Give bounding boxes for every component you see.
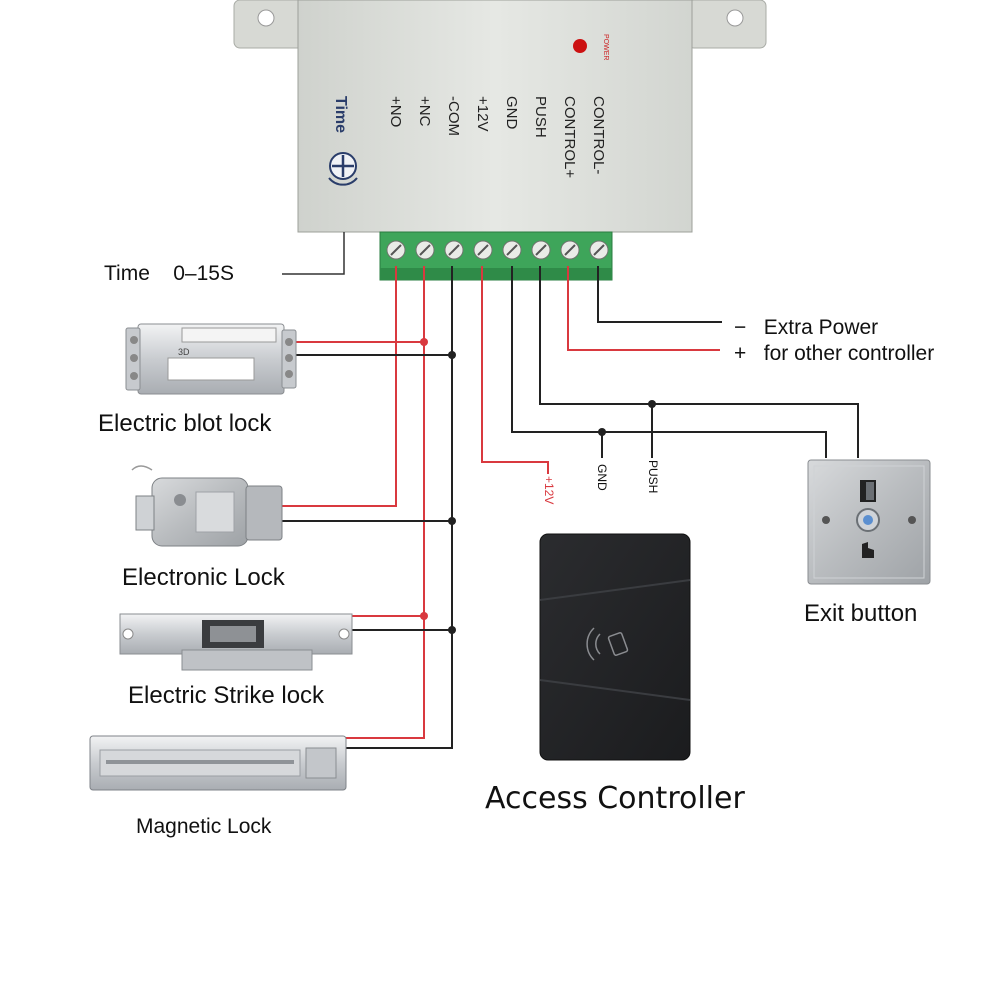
wire-label-gnd: GND [595, 464, 609, 491]
wire-control-minus [597, 266, 722, 323]
terminal-label: GND [503, 96, 520, 130]
electric-bolt-lock-label: Electric blot lock [98, 410, 272, 437]
rfid-icon [586, 627, 629, 661]
access-controller-label: Access Controller [485, 781, 745, 816]
push-hand-icon [862, 542, 874, 558]
wire-label-12v: +12V [542, 476, 556, 505]
magnetic-lock-image [89, 735, 347, 791]
terminal-labels: +NO +NC -COM +12V GND PUSH CONTROL+ CONTROL- [387, 96, 607, 178]
access-controller-image [539, 533, 691, 761]
terminal-screw [444, 240, 464, 260]
controller-box: POWER Time +NO +NC -COM +12V GND PUSH CONTROL+… [233, 0, 767, 233]
terminal-screw [560, 240, 580, 260]
time-knob-icon [328, 152, 358, 186]
power-led [573, 39, 587, 53]
electric-strike-lock-image [119, 613, 353, 671]
wire-label-push: PUSH [646, 460, 660, 494]
extra-power-text: Extra Power [763, 316, 879, 339]
time-label: Time 0–15S [104, 262, 234, 286]
wire-control-plus [567, 266, 720, 351]
terminal-label: -COM [445, 96, 462, 136]
wire-push [539, 266, 859, 458]
exit-button-label: Exit button [804, 600, 918, 627]
time-range-text: 0–15S [173, 262, 234, 285]
wire-12v [481, 266, 549, 474]
bolt-lock-nameplate: 3D [178, 347, 190, 357]
power-label: POWER [602, 34, 609, 60]
terminal-label: +12V [474, 96, 491, 131]
wire-no [282, 266, 397, 507]
door-exit-icon [860, 480, 876, 502]
extra-power-minus-row: − Extra Power [734, 316, 878, 340]
terminal-label: +NO [387, 96, 404, 127]
minus-sign: − [734, 316, 747, 339]
electric-strike-lock-label: Electric Strike lock [128, 682, 325, 709]
terminal-screw [502, 240, 522, 260]
exit-button-image [807, 459, 931, 585]
electronic-lock-image [131, 465, 283, 547]
plus-sign: + [734, 342, 747, 365]
terminal-screw [589, 240, 609, 260]
extra-power-plus-row: + for other controller [734, 342, 934, 366]
terminal-screw [415, 240, 435, 260]
terminal-screw [473, 240, 493, 260]
wire-nc [346, 266, 425, 739]
terminal-label: +NC [416, 96, 433, 127]
terminal-block [379, 231, 613, 281]
terminal-label: CONTROL+ [561, 96, 578, 178]
electronic-lock-label: Electronic Lock [122, 564, 285, 591]
time-pointer-line [282, 232, 345, 275]
terminal-label: CONTROL- [590, 96, 607, 174]
terminal-label: PUSH [532, 96, 549, 138]
time-knob-label: Time [332, 96, 349, 133]
magnetic-lock-label: Magnetic Lock [136, 815, 272, 838]
terminal-screw [531, 240, 551, 260]
wire-com [346, 266, 453, 749]
other-controller-text: for other controller [763, 342, 935, 365]
electric-bolt-lock-image: 3D [125, 323, 297, 395]
junction-dots [420, 338, 656, 634]
terminal-screw [386, 240, 406, 260]
wires [282, 266, 859, 749]
time-label-text: Time [104, 262, 150, 285]
wire-gnd [511, 266, 827, 458]
